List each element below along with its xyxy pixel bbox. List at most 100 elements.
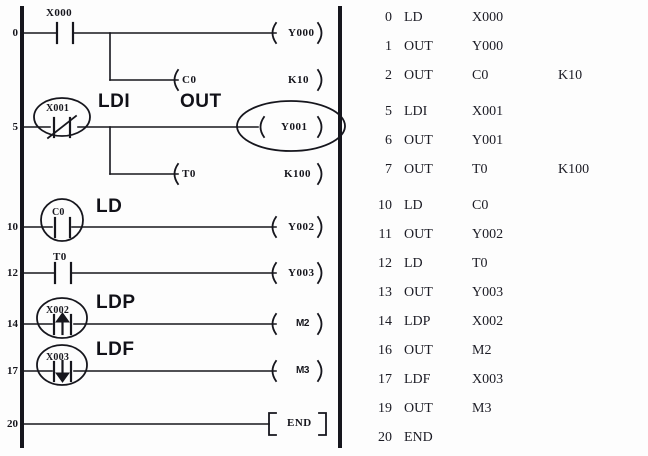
il-step: 0 [385,10,392,25]
coil-label-m2: M2 [296,318,309,329]
il-operand: Y000 [472,39,504,54]
y001-coil-left [259,115,266,139]
x001-highlight-ellipse [33,97,91,137]
il-operand: Y002 [472,227,504,242]
c0-coil-left [173,68,180,92]
contact-label-c0: C0 [52,207,65,218]
step-number-20: 20 [7,418,18,430]
il-operand: M3 [472,401,492,416]
contact-label-x002: X002 [46,305,70,316]
step-number-17: 17 [7,365,18,377]
il-opcode: LDP [404,314,431,329]
il-opcode: OUT [404,285,433,300]
y001-coil-right [316,115,323,139]
il-operand: T0 [472,162,488,177]
m2-coil-left [271,312,278,336]
constant-k100: K100 [284,168,312,180]
il-row: 20 END [362,430,648,448]
y002-coil-left [271,215,278,239]
coil-label-y000: Y000 [288,27,315,39]
il-opcode: OUT [404,227,433,242]
step-number-12: 12 [7,267,18,279]
coil-label-c0: C0 [182,74,197,86]
il-row: 16 OUT M2 [362,343,648,361]
il-opcode: OUT [404,162,433,177]
step-number-14: 14 [7,318,18,330]
il-row: 10 LD C0 [362,198,648,216]
il-opcode: LD [404,256,423,271]
instruction-list-panel: 0 LD X000 1 OUT Y000 2 OUT C0 K10 5 LDI … [362,0,648,456]
il-constant: K100 [558,162,590,177]
il-step: 12 [378,256,392,271]
il-operand: Y001 [472,133,504,148]
x003-highlight-ellipse [36,344,88,386]
il-step: 11 [378,227,392,242]
il-row: 2 OUT C0 K10 [362,68,648,86]
c0-coil-right [316,68,323,92]
il-operand: C0 [472,198,489,213]
t0-coil-left [173,162,180,186]
coil-label-end: END [287,417,312,429]
x002-highlight-ellipse [36,297,88,339]
y002-coil-right [316,215,323,239]
m2-coil-right [316,312,323,336]
contact-label-x003: X003 [46,352,70,363]
il-step: 16 [378,343,392,358]
il-row: 17 LDF X003 [362,372,648,390]
il-opcode: OUT [404,401,433,416]
il-opcode: OUT [404,343,433,358]
il-opcode: LD [404,198,423,213]
il-opcode: END [404,430,433,445]
il-opcode: OUT [404,39,433,54]
contact-label-x001: X001 [46,103,70,114]
il-step: 5 [385,104,392,119]
il-opcode: LDF [404,372,431,387]
il-operand: C0 [472,68,489,83]
coil-label-t0: T0 [182,168,196,180]
end-bracket-left [268,412,277,436]
ladder-diagram-panel: 0 5 10 12 14 17 20 X000 X001 C0 T0 X002 … [7,6,346,448]
il-step: 17 [378,372,392,387]
il-row: 7 OUT T0 K100 [362,162,648,180]
il-operand: X003 [472,372,504,387]
il-step: 1 [385,39,392,54]
il-step: 10 [378,198,392,213]
m3-coil-right [316,359,323,383]
il-row: 6 OUT Y001 [362,133,648,151]
il-row: 14 LDP X002 [362,314,648,332]
il-operand: M2 [472,343,492,358]
il-opcode: LD [404,10,423,25]
coil-label-m3: M3 [296,365,309,376]
y000-coil-right [316,21,323,45]
il-step: 20 [378,430,392,445]
coil-label-y001: Y001 [281,121,308,133]
il-opcode: OUT [404,68,433,83]
il-operand: Y003 [472,285,504,300]
il-row: 0 LD X000 [362,10,648,28]
il-row: 1 OUT Y000 [362,39,648,57]
il-opcode: LDI [404,104,428,119]
il-step: 7 [385,162,392,177]
end-bracket-right [318,412,327,436]
x003-edge-arrowhead-down [55,372,70,383]
il-operand: X000 [472,10,504,25]
il-row: 19 OUT M3 [362,401,648,419]
y001-highlight-ellipse [236,100,346,152]
x002-edge-arrowhead-up [55,312,70,323]
contact-label-t0: T0 [53,251,67,263]
y000-coil-left [271,21,278,45]
il-operand: X002 [472,314,504,329]
il-row: 13 OUT Y003 [362,285,648,303]
annotation-ldf: LDF [96,339,135,360]
il-operand: T0 [472,256,488,271]
constant-k10: K10 [288,74,310,86]
il-row: 11 OUT Y002 [362,227,648,245]
step-number-0: 0 [12,27,19,39]
y003-coil-left [271,261,278,285]
contact-label-x000: X000 [46,7,73,19]
il-row: 5 LDI X001 [362,104,648,122]
il-step: 14 [378,314,392,329]
il-step: 6 [385,133,392,148]
il-operand: X001 [472,104,504,119]
